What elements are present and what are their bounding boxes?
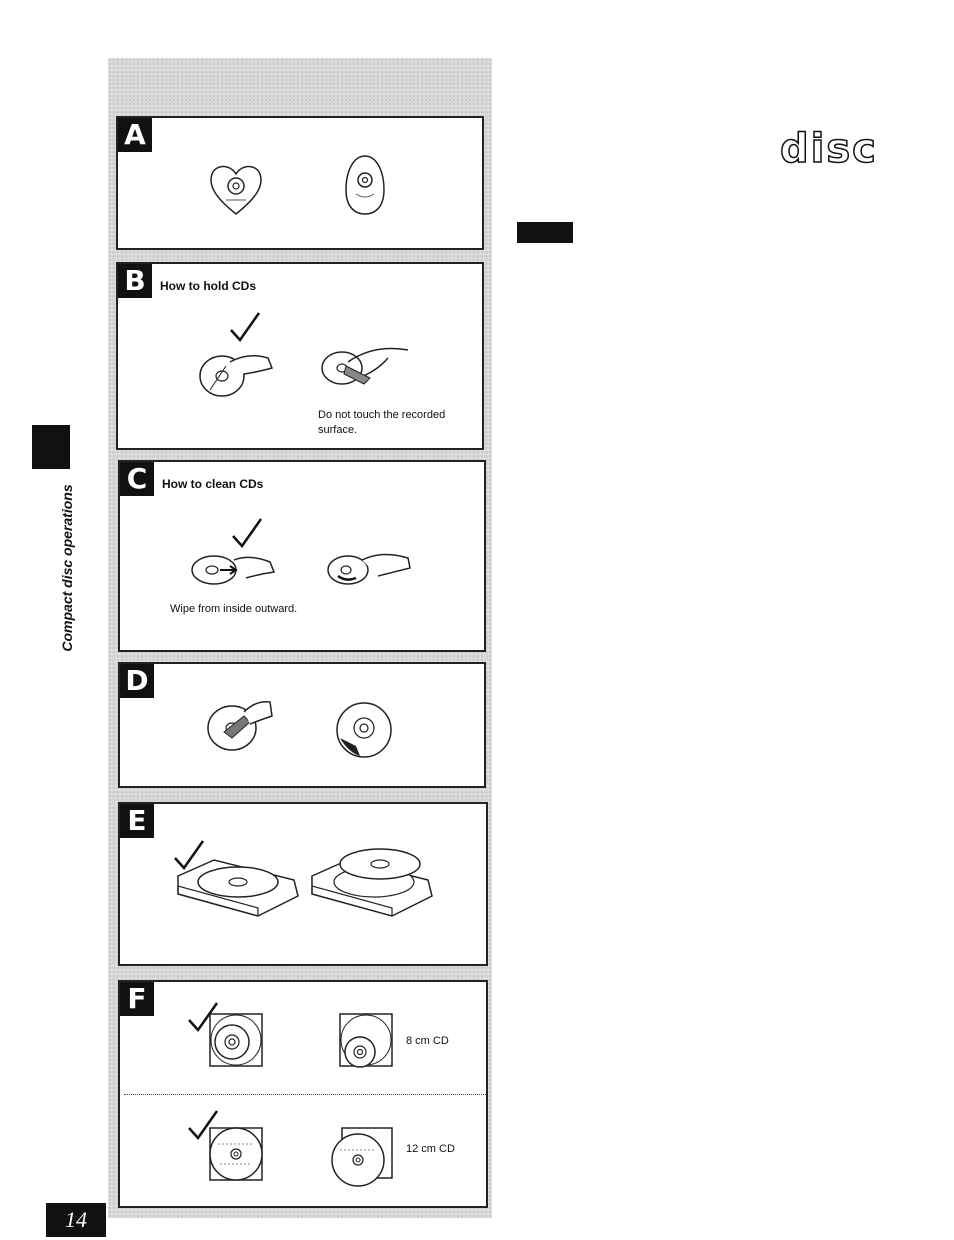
heart-shaped-disc-illustration [206, 158, 266, 218]
correct-wipe-cd-illustration [190, 550, 280, 592]
panel-b-title: How to hold CDs [160, 279, 256, 293]
8cm-cd-centered-illustration [208, 1012, 264, 1068]
panel-d-letter: D [120, 664, 154, 698]
panel-e-letter: E [120, 804, 154, 838]
panel-c: C How to clean CDs Wipe from inside outw… [118, 460, 486, 652]
8cm-cd-off-center-illustration [338, 1012, 394, 1070]
check-mark-icon [230, 516, 264, 550]
oval-shaped-disc-illustration [342, 154, 388, 218]
panel-f-letter: F [120, 982, 154, 1016]
section-marker-bar [517, 222, 573, 243]
disc-with-tape-residue-illustration [334, 700, 394, 760]
panel-e: E [118, 802, 488, 966]
12cm-cd-caption: 12 cm CD [406, 1142, 455, 1157]
panel-c-letter: C [120, 462, 154, 496]
chapter-tab-marker [32, 425, 70, 469]
sidebar-section-label: Compact disc operations [59, 484, 75, 651]
compact-disc-logo: disc [780, 126, 878, 172]
panel-b-caption: Do not touch the recorded surface. [318, 408, 468, 438]
panel-b: B How to hold CDs Do not touch the recor… [116, 262, 484, 450]
12cm-cd-centered-illustration [208, 1126, 264, 1182]
disc-incorrectly-placed-in-tray-illustration [308, 838, 438, 924]
check-mark-icon [228, 310, 262, 344]
8cm-cd-caption: 8 cm CD [406, 1034, 449, 1049]
incorrect-wipe-cd-illustration [324, 546, 414, 594]
panel-c-caption: Wipe from inside outward. [170, 602, 370, 617]
disc-with-label-sticker-illustration [204, 692, 276, 754]
panel-a-letter: A [118, 118, 152, 152]
incorrect-hold-cd-illustration [318, 336, 414, 400]
12cm-cd-off-center-illustration [328, 1126, 394, 1188]
panel-f-divider [124, 1094, 486, 1095]
panel-d: D [118, 662, 486, 788]
panel-c-title: How to clean CDs [162, 477, 263, 491]
panel-a: A [116, 116, 484, 250]
disc-correctly-placed-in-tray-illustration [174, 854, 304, 924]
panel-b-letter: B [118, 264, 152, 298]
correct-hold-cd-illustration [196, 346, 280, 402]
page-number: 14 [46, 1203, 106, 1237]
